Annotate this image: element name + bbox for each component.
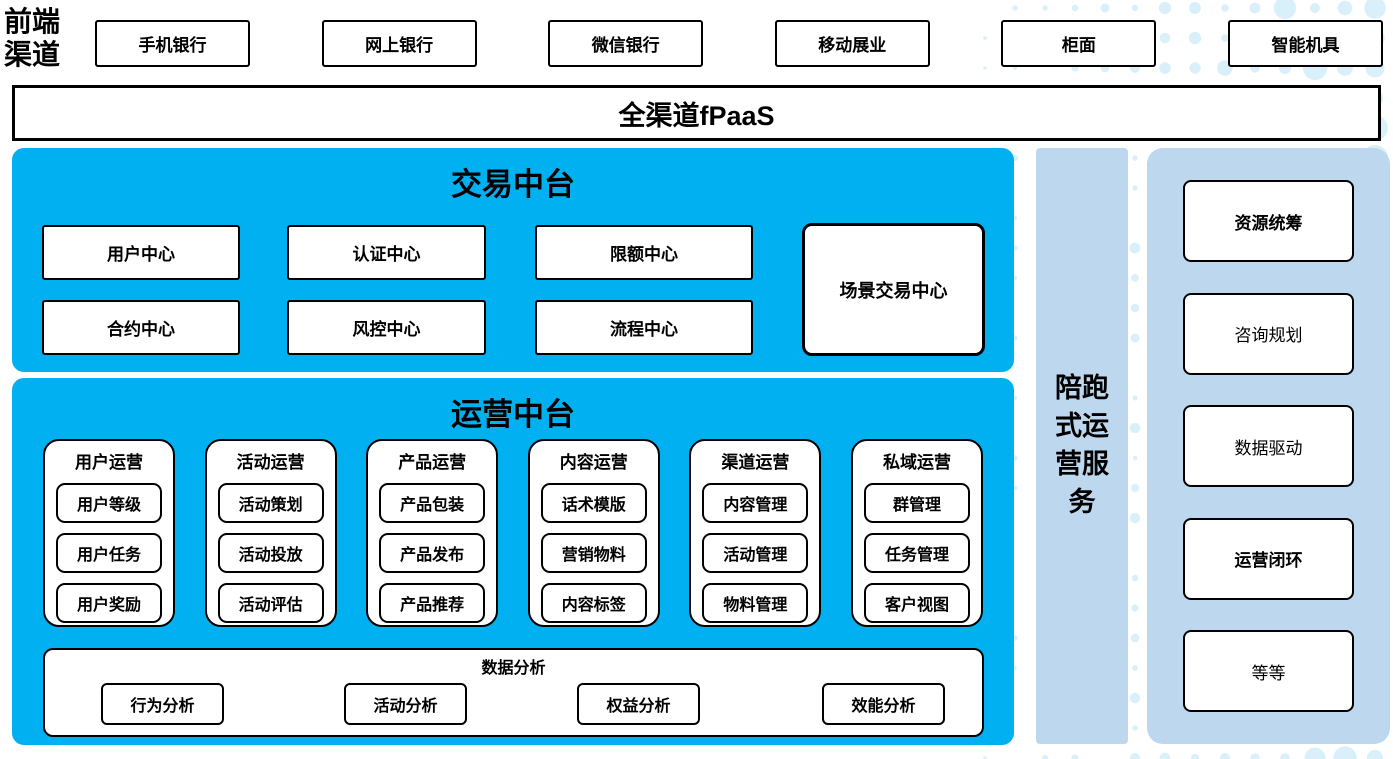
group-title: 产品运营 <box>398 453 467 472</box>
group-item: 活动评估 <box>217 583 324 623</box>
group-item: 内容标签 <box>540 583 647 623</box>
group-title: 私域运营 <box>882 453 951 472</box>
group-card-private-domain-ops: 私域运营 群管理 任务管理 客户视图 <box>850 439 983 627</box>
channel-box-smart-devices: 智能机具 <box>1227 20 1383 67</box>
trading-column-2: 认证中心 风控中心 <box>287 225 486 355</box>
group-title: 内容运营 <box>559 453 628 472</box>
front-channel-label: 前端渠道 <box>4 7 61 72</box>
data-analysis-title: 数据分析 <box>481 660 546 677</box>
group-title: 用户运营 <box>75 453 143 472</box>
group-title: 活动运营 <box>236 453 305 472</box>
group-card-product-ops: 产品运营 产品包装 产品发布 产品推荐 <box>366 439 499 627</box>
channel-box-online-banking: 网上银行 <box>321 20 477 67</box>
group-item: 营销物料 <box>540 533 647 573</box>
trading-box-process-center: 流程中心 <box>535 300 753 355</box>
group-item: 内容管理 <box>702 483 809 523</box>
group-item: 话术模版 <box>540 483 647 523</box>
trading-box-scenario-center: 场景交易中心 <box>802 223 985 356</box>
group-item: 用户等级 <box>56 483 162 523</box>
trading-column-3: 限额中心 流程中心 <box>535 225 753 355</box>
group-item: 产品包装 <box>379 483 486 523</box>
group-item: 产品发布 <box>379 533 486 573</box>
service-box-etc: 等等 <box>1183 630 1354 712</box>
data-analysis-strip: 数据分析 行为分析 活动分析 权益分析 效能分析 <box>43 648 984 737</box>
front-channel-row: 手机银行 网上银行 微信银行 移动展业 柜面 智能机具 <box>95 20 1383 67</box>
trading-platform-block: 交易中台 用户中心 合约中心 认证中心 风控中心 限额中心 流程中心 场景交易中… <box>12 148 1014 372</box>
trading-column-1: 用户中心 合约中心 <box>42 225 240 355</box>
analysis-box-benefit: 权益分析 <box>577 683 700 725</box>
group-item: 客户视图 <box>863 583 970 623</box>
channel-box-counter: 柜面 <box>1001 20 1157 67</box>
group-item: 用户任务 <box>56 533 162 573</box>
group-item: 产品推荐 <box>379 583 486 623</box>
channel-box-mobile-sales: 移动展业 <box>774 20 930 67</box>
group-card-content-ops: 内容运营 话术模版 营销物料 内容标签 <box>527 439 660 627</box>
service-box-ops-closed-loop: 运营闭环 <box>1183 517 1354 600</box>
operations-platform-block: 运营中台 用户运营 用户等级 用户任务 用户奖励 活动运营 活动策划 活动投放 … <box>12 378 1014 745</box>
operations-platform-title: 运营中台 <box>451 397 575 432</box>
group-card-user-ops: 用户运营 用户等级 用户任务 用户奖励 <box>43 439 175 627</box>
group-item: 活动投放 <box>217 533 324 573</box>
trading-box-risk-center: 风控中心 <box>287 300 486 355</box>
group-card-activity-ops: 活动运营 活动策划 活动投放 活动评估 <box>204 439 337 627</box>
service-box-consulting: 咨询规划 <box>1183 292 1354 375</box>
group-item: 活动管理 <box>702 533 809 573</box>
fpaas-bar: 全渠道fPaaS <box>12 85 1381 141</box>
channel-box-mobile-banking: 手机银行 <box>95 20 250 67</box>
trading-platform-title: 交易中台 <box>451 167 575 202</box>
channel-box-wechat-banking: 微信银行 <box>548 20 704 67</box>
accompanying-ops-service-label: 陪跑式运营服务 <box>1055 373 1109 517</box>
analysis-box-activity: 活动分析 <box>344 683 467 725</box>
service-box-resource-planning: 资源统筹 <box>1183 180 1354 262</box>
group-card-channel-ops: 渠道运营 内容管理 活动管理 物料管理 <box>689 439 822 627</box>
service-box-data-driven: 数据驱动 <box>1183 405 1354 487</box>
group-item: 任务管理 <box>863 533 970 573</box>
trading-box-user-center: 用户中心 <box>42 225 240 280</box>
group-title: 渠道运营 <box>721 453 790 472</box>
group-item: 群管理 <box>863 483 970 523</box>
right-service-panel: 资源统筹 咨询规划 数据驱动 运营闭环 等等 <box>1147 148 1390 744</box>
group-item: 活动策划 <box>217 483 324 523</box>
analysis-box-efficiency: 效能分析 <box>822 683 945 725</box>
group-item: 物料管理 <box>702 583 809 623</box>
trading-box-contract-center: 合约中心 <box>42 300 240 355</box>
group-item: 用户奖励 <box>56 583 162 623</box>
analysis-box-behavior: 行为分析 <box>101 683 224 725</box>
accompanying-ops-service-bar: 陪跑式运营服务 <box>1036 148 1128 744</box>
operations-group-row: 用户运营 用户等级 用户任务 用户奖励 活动运营 活动策划 活动投放 活动评估 … <box>12 439 1014 627</box>
trading-box-limit-center: 限额中心 <box>535 225 753 280</box>
trading-box-auth-center: 认证中心 <box>287 225 486 280</box>
